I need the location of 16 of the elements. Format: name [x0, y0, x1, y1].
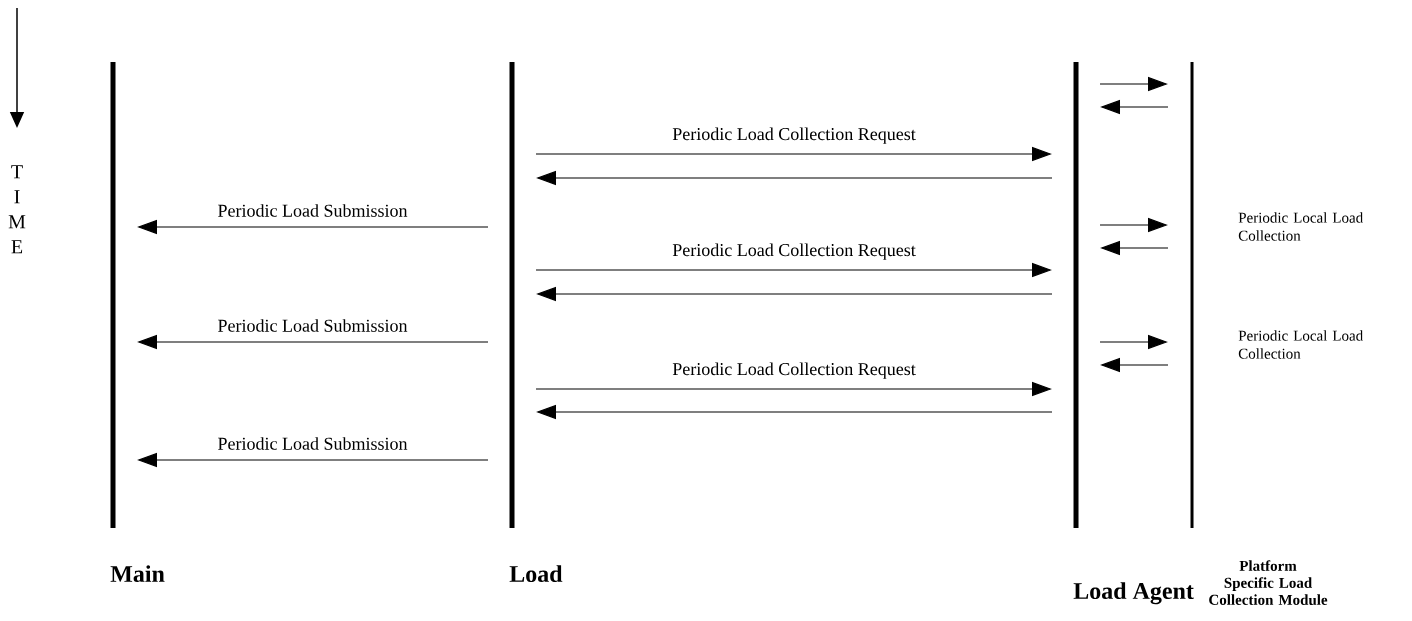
edge-label: Periodic Load Collection Request — [672, 362, 916, 379]
edge-label: Periodic Load Collection Request — [672, 127, 916, 144]
note: Periodic Local Load Collection — [1238, 212, 1363, 241]
node-label: Load — [509, 565, 563, 583]
edge-label: Periodic Load Submission — [218, 437, 408, 450]
node-label: Main — [110, 565, 165, 583]
node-label: Platform Specific Load Collection Module — [1209, 560, 1328, 605]
edge-label: Periodic Load Collection Request — [672, 243, 916, 260]
edge-label: Periodic Load Submission — [218, 319, 408, 332]
edge-label: Periodic Load Submission — [218, 204, 408, 217]
lifeline: Main — [110, 62, 165, 583]
axis-label: T I M E — [8, 165, 26, 254]
lifeline: Load — [509, 62, 563, 583]
note: Periodic Local Load Collection — [1238, 330, 1363, 359]
node-label: Load Agent — [1073, 582, 1194, 605]
lifeline: Load Agent — [1073, 62, 1194, 605]
